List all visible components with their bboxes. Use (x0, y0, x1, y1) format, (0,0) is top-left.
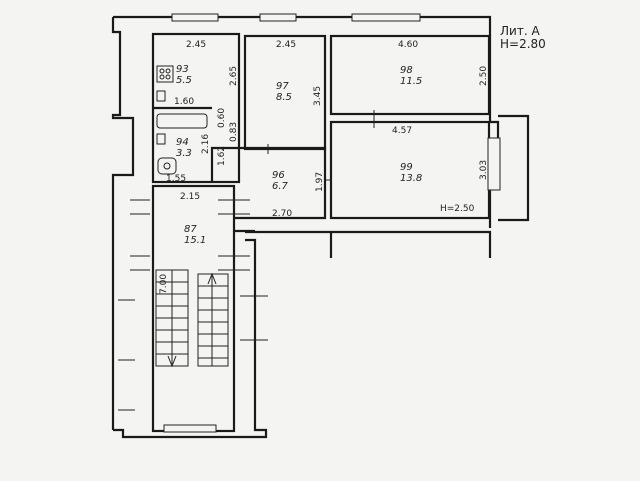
height-label: Н=2.80 (500, 37, 546, 51)
windows (163, 13, 501, 433)
staircase (155, 269, 229, 368)
dimension-d93_bottom: 1.60 (174, 97, 194, 107)
fixtures (156, 65, 208, 175)
dimension-d99_height: Н=2.50 (440, 204, 475, 214)
dimension-labels: 2.45 2.65 1.60 0.60 0.83 2.16 1.55 1.62 … (159, 40, 489, 294)
room-96-number: 96 (272, 170, 285, 181)
room-94-number: 94 (176, 137, 189, 148)
room-87-number: 87 (184, 224, 197, 235)
room-99-number: 99 (400, 162, 413, 173)
dimension-d93_part: 0.60 (217, 108, 227, 128)
dimension-d98_side: 2.50 (479, 66, 489, 86)
dimension-d97_top: 2.45 (276, 40, 296, 50)
dimension-d87_side: 7.00 (159, 274, 169, 294)
dimension-d99_side: 3.03 (479, 160, 489, 180)
dimension-d98_top: 4.60 (398, 40, 418, 50)
room-93-area: 5.5 (176, 75, 192, 86)
room-97-number: 97 (276, 81, 289, 92)
room-93-number: 93 (176, 64, 189, 75)
liter-label: Лит. А (500, 24, 540, 38)
room-96-area: 6.7 (272, 181, 289, 192)
dimension-d94_b: 2.16 (201, 134, 211, 154)
room-99-area: 13.8 (400, 173, 422, 184)
dimension-d99_top: 4.57 (392, 126, 412, 136)
dimension-d96_bottom: 2.70 (272, 209, 292, 219)
dimension-d87_top: 2.15 (180, 192, 200, 202)
room-98-number: 98 (400, 65, 413, 76)
room-97-area: 8.5 (276, 92, 292, 103)
dimension-d93_top: 2.45 (186, 40, 206, 50)
room-94-area: 3.3 (176, 148, 192, 159)
ticks (118, 110, 375, 411)
room-98-area: 11.5 (400, 76, 422, 87)
dimension-d93_side: 2.65 (229, 66, 239, 86)
dimension-d96_b: 1.97 (315, 172, 325, 192)
dimension-d96_a: 1.62 (217, 146, 227, 166)
room-87-area: 15.1 (184, 235, 206, 246)
dimension-d97_side: 3.45 (313, 86, 323, 106)
dimension-d94_bottom: 1.55 (166, 174, 186, 184)
dimension-d94_a: 0.83 (229, 122, 239, 142)
